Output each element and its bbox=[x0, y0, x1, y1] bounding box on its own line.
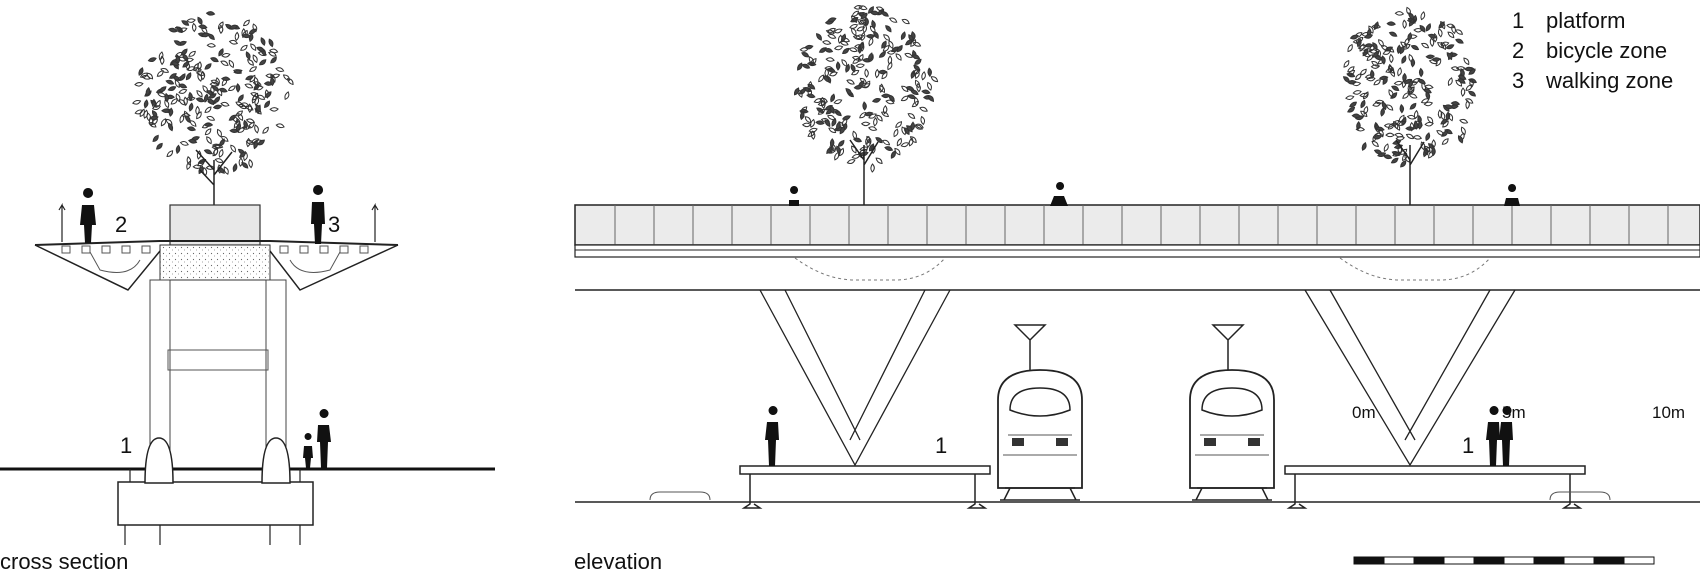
cs-planter-glass bbox=[169, 204, 261, 246]
cs-planter-soil bbox=[159, 244, 271, 281]
cs-foundation bbox=[117, 481, 314, 526]
el-marker-platform-right: 1 bbox=[1462, 433, 1474, 458]
cs-people bbox=[80, 185, 331, 468]
cs-marker-platform: 1 bbox=[120, 433, 132, 458]
cs-deck-truss bbox=[34, 244, 399, 291]
legend-label-platform: platform bbox=[1546, 8, 1625, 33]
el-platform-left bbox=[739, 465, 991, 475]
el-tree-right bbox=[1342, 6, 1477, 205]
el-v-column-right bbox=[1304, 289, 1516, 467]
scale-label-10: 10m bbox=[1652, 403, 1685, 422]
cs-caption: cross section bbox=[0, 549, 128, 571]
scale-label-5: 5m bbox=[1502, 403, 1526, 422]
el-v-column-left bbox=[759, 289, 951, 467]
el-caption: elevation bbox=[574, 549, 662, 571]
scale-bar: 0m 5m 10m bbox=[1352, 403, 1685, 565]
legend-label-bicycle: bicycle zone bbox=[1546, 38, 1667, 63]
cross-section-drawing: 2 3 1 cross section bbox=[0, 11, 495, 571]
el-train-right bbox=[1189, 324, 1275, 501]
el-marker-platform-center: 1 bbox=[935, 433, 947, 458]
legend-num-1: 1 bbox=[1512, 8, 1524, 33]
legend: 1 platform 2 bicycle zone 3 walking zone bbox=[1512, 8, 1673, 93]
cs-marker-walking: 3 bbox=[328, 212, 340, 237]
el-platform-right bbox=[1284, 465, 1586, 475]
el-people bbox=[765, 182, 1520, 466]
cs-train-left bbox=[144, 437, 174, 484]
legend-label-walking: walking zone bbox=[1545, 68, 1673, 93]
el-deck-edge bbox=[574, 244, 1700, 258]
cs-deck bbox=[34, 240, 399, 246]
el-train-left bbox=[997, 324, 1083, 501]
el-deck-glass bbox=[574, 204, 1700, 246]
elevation-drawing: 1 1 elevation bbox=[574, 4, 1700, 571]
cs-marker-bicycle: 2 bbox=[115, 212, 127, 237]
legend-num-3: 3 bbox=[1512, 68, 1524, 93]
cs-train-right bbox=[261, 437, 291, 484]
el-tree-left bbox=[793, 4, 939, 205]
legend-num-2: 2 bbox=[1512, 38, 1524, 63]
scale-label-0: 0m bbox=[1352, 403, 1376, 422]
cs-tree bbox=[132, 11, 294, 245]
